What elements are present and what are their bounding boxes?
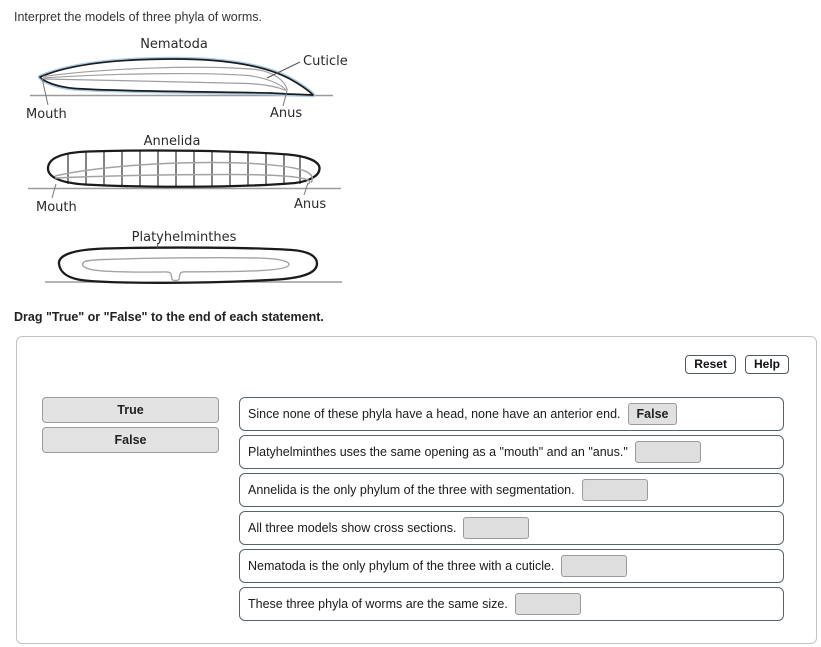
nematoda-body-outline (39, 58, 314, 96)
answer-dropzone[interactable] (581, 479, 648, 501)
prompt-text: Interpret the models of three phyla of w… (14, 10, 263, 24)
drag-instruction: Drag "True" or "False" to the end of eac… (14, 310, 324, 324)
statement-text: All three models show cross sections. (248, 521, 457, 535)
cuticle-leader-line (266, 61, 301, 79)
platyhelminthes-diagram: Platyhelminthes (45, 230, 342, 284)
annelida-body-outline (46, 149, 321, 188)
statement-row: All three models show cross sections. (239, 511, 784, 545)
answer-dropzone[interactable] (463, 517, 530, 539)
statement-row: Platyhelminthes uses the same opening as… (239, 435, 784, 469)
reset-button[interactable]: Reset (685, 355, 736, 374)
answer-dropzone[interactable] (634, 441, 701, 463)
worm-diagrams: Nematoda Cuticle Mouth Anus (26, 37, 348, 284)
nematoda-diagram: Nematoda Cuticle Mouth Anus (26, 37, 348, 122)
statement-text: Nematoda is the only phylum of the three… (248, 559, 555, 573)
nematoda-anus-leader (282, 90, 288, 107)
annelida-mouth-leader (51, 183, 57, 199)
platyhelminthes-label: Platyhelminthes (132, 230, 237, 245)
help-button[interactable]: Help (744, 355, 789, 374)
answer-dropzone[interactable] (514, 593, 581, 615)
statements-list: Since none of these phyla have a head, n… (239, 397, 784, 625)
annelida-anus-leader (303, 182, 309, 196)
statement-row: Annelida is the only phylum of the three… (239, 473, 784, 507)
statement-text: Annelida is the only phylum of the three… (248, 483, 575, 497)
statement-row: Since none of these phyla have a head, n… (239, 397, 784, 431)
platyhelminthes-gut (81, 256, 290, 282)
annelida-anus-label: Anus (294, 197, 326, 212)
annelida-digestive-tract (54, 161, 314, 185)
statement-text: Platyhelminthes uses the same opening as… (248, 445, 628, 459)
statement-row: These three phyla of worms are the same … (239, 587, 784, 621)
statement-row: Nematoda is the only phylum of the three… (239, 549, 784, 583)
nematoda-anus-label: Anus (270, 106, 302, 121)
drag-chip-true[interactable]: True (42, 397, 219, 423)
answer-dropzone[interactable] (561, 555, 628, 577)
answer-dropzone[interactable]: False (627, 403, 678, 425)
nematoda-digestive-tract (42, 66, 289, 92)
platyhelminthes-label-leader (156, 242, 159, 250)
cuticle-label: Cuticle (303, 54, 348, 69)
nematoda-mouth-label: Mouth (26, 107, 67, 122)
annelida-label: Annelida (144, 134, 201, 149)
statement-text: These three phyla of worms are the same … (248, 597, 508, 611)
drag-chip-false[interactable]: False (42, 427, 219, 453)
annelida-diagram: Annelida Mouth Anus (28, 134, 341, 215)
annelida-segments (67, 150, 301, 187)
panel-toolbar: Reset Help (685, 355, 789, 374)
platyhelminthes-body-outline (57, 246, 319, 284)
nematoda-mouth-leader (41, 77, 49, 106)
statement-text: Since none of these phyla have a head, n… (248, 407, 621, 421)
annelida-mouth-label: Mouth (36, 200, 77, 215)
nematoda-label: Nematoda (140, 37, 208, 52)
